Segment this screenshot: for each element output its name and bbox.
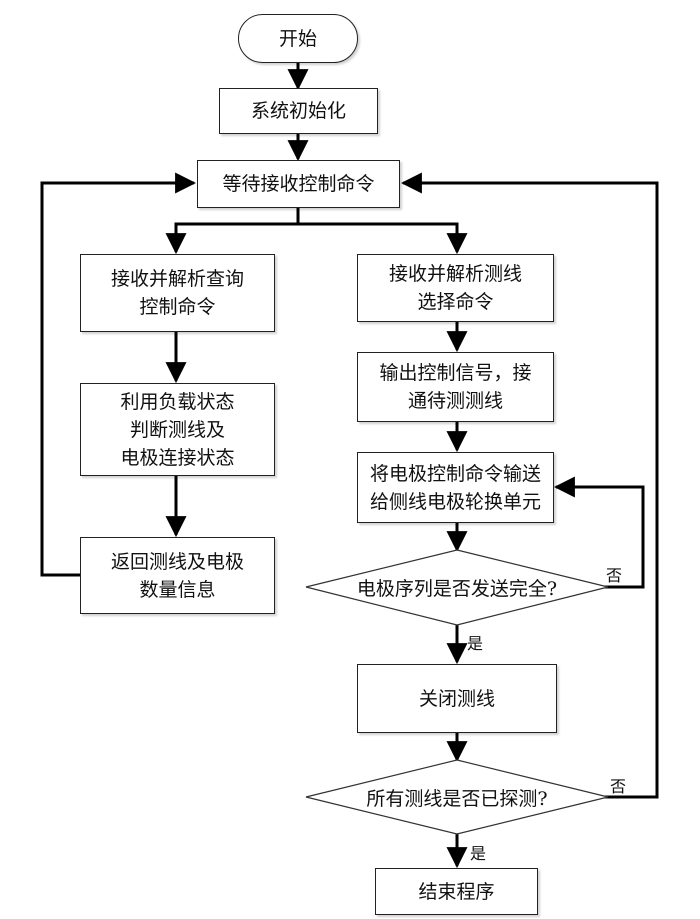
- node-load-state-line-1: 利用负载状态: [120, 390, 235, 413]
- edge-return-info-wait: [40, 172, 197, 577]
- node-parse-select: 接收并解析测线 选择命令: [357, 254, 554, 322]
- node-close-line-label: 关闭测线: [418, 687, 495, 710]
- node-wait-label: 等待接收控制命令: [222, 173, 375, 195]
- edge-wait-parse-select: [298, 222, 468, 255]
- node-send-electrode: 将电极控制命令输送 给侧线电极轮换单元: [357, 452, 554, 523]
- decision-check-sequence-label: 电极序列是否发送完全?: [356, 578, 558, 600]
- node-start: 开始: [238, 14, 358, 63]
- edge-check-sequence-no: [553, 476, 645, 589]
- node-parse-select-line-2: 选择命令: [417, 291, 494, 313]
- decision-check-sequence-shape: [305, 549, 609, 626]
- node-output-signal-line-1: 输出控制信号，接: [379, 362, 532, 384]
- node-init-label: 系统初始化: [250, 100, 346, 122]
- node-return-info-line-2: 数量信息: [139, 578, 216, 601]
- node-parse-query-line-2: 控制命令: [139, 296, 216, 318]
- node-init: 系统初始化: [219, 88, 378, 134]
- decision-check-all-label: 所有测线是否已探测?: [366, 787, 548, 810]
- edge-label-check-all-no: 否: [610, 777, 627, 796]
- node-end: 结束程序: [375, 868, 538, 915]
- decision-check-all: 所有测线是否已探测?: [306, 760, 608, 834]
- node-start-label: 开始: [278, 27, 317, 50]
- node-load-state-line-3: 电极连接状态: [120, 446, 235, 469]
- node-send-electrode-line-2: 给侧线电极轮换单元: [369, 490, 541, 513]
- node-return-info: 返回测线及电极 数量信息: [80, 537, 275, 614]
- node-close-line: 关闭测线: [357, 664, 557, 733]
- edge-label-check-all-yes: 是: [470, 844, 487, 863]
- node-end-label: 结束程序: [418, 880, 495, 903]
- node-return-info-line-1: 返回测线及电极: [110, 550, 244, 573]
- edge-check-all-no: [400, 172, 659, 799]
- decision-check-all-shape: [305, 759, 609, 835]
- node-output-signal-line-2: 通待测测线: [407, 390, 503, 412]
- node-parse-select-line-1: 接收并解析测线: [388, 263, 522, 285]
- edge-label-check-sequence-yes: 是: [467, 634, 484, 653]
- edge-label-check-sequence-no: 否: [606, 566, 623, 585]
- node-load-state: 利用负载状态 判断测线及 电极连接状态: [80, 383, 275, 476]
- node-output-signal: 输出控制信号，接 通待测测线: [357, 352, 554, 422]
- node-parse-query: 接收并解析查询 控制命令: [80, 254, 275, 332]
- node-parse-query-line-1: 接收并解析查询: [110, 268, 244, 290]
- node-wait: 等待接收控制命令: [197, 160, 400, 208]
- edge-wait-parse-query: [165, 208, 300, 255]
- decision-check-sequence: 电极序列是否发送完全?: [306, 550, 608, 625]
- node-send-electrode-line-1: 将电极控制命令输送: [369, 462, 541, 485]
- node-load-state-line-2: 判断测线及: [129, 418, 225, 441]
